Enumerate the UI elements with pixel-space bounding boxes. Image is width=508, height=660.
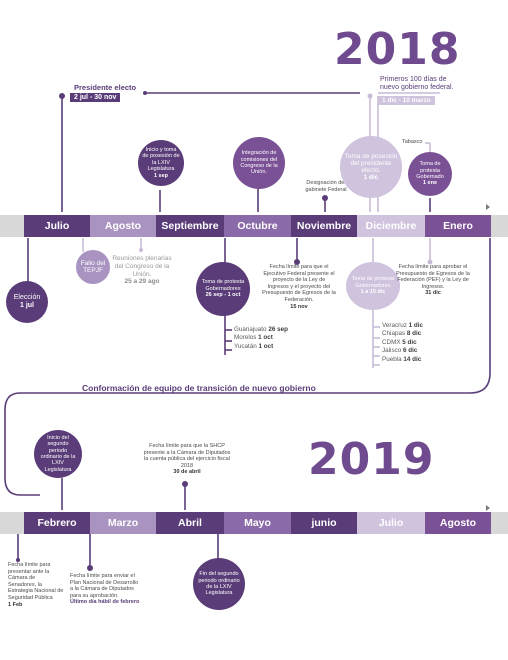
month-diciembre-2018: Diciembre — [357, 215, 425, 237]
month-agosto-2018: Agosto — [90, 215, 156, 237]
month-abril-2019: Abril — [156, 512, 224, 534]
estado-item: Yucatán 1 oct — [234, 342, 274, 350]
cien-dias-note: Primeros 100 días de nuevo gobierno fede… — [380, 76, 454, 92]
estado-item: Puebla 14 dic — [382, 355, 422, 363]
estados-sep-list: Guanajuato 26 sep Morelos 1 oct Yucatán … — [234, 326, 288, 351]
tabasco-label: Tabasco — [402, 139, 423, 145]
cien-dias-dates: 1 dic - 10 marzo — [378, 96, 435, 105]
estado-item: Jalisco 6 dic — [382, 347, 418, 355]
month-octubre-2018: Octubre — [224, 215, 291, 237]
plan-nacional-note: Fecha límite para enviar el Plan Naciona… — [70, 573, 140, 606]
estado-item: CDMX 5 dic — [382, 338, 417, 346]
cuenta-publica-note: Fecha límite para que la SHCP presente a… — [143, 443, 231, 476]
legislatura-circle: Inicio y toma de posesión de la LXIV Leg… — [138, 140, 184, 186]
year-2019: 2019 — [308, 434, 435, 485]
year-2018: 2018 — [334, 24, 461, 75]
month-septiembre-2018: Septiembre — [156, 215, 224, 237]
month-marzo-2019: Marzo — [90, 512, 156, 534]
month-mayo-2019: Mayo — [224, 512, 291, 534]
presupuesto-note: Fecha límite para que el Ejecutivo Feder… — [262, 264, 336, 310]
month-julio-2019: Julio — [357, 512, 425, 534]
presidente-electo-dates: 2 jul - 30 nov — [70, 93, 121, 102]
estado-item: Chiapas 8 dic — [382, 330, 422, 338]
month-enero-2019: Enero — [425, 215, 491, 237]
comisiones-circle: Integración de comisiones del Congreso d… — [233, 137, 285, 189]
reuniones-note: Reuniones plenarias del Congreso de la U… — [112, 255, 172, 286]
estados-dic-list: Veracruz 1 dic Chiapas 8 dic CDMX 5 dic … — [382, 322, 423, 364]
aprobar-note: Fecha límite para aprobar el Presupuesto… — [396, 264, 470, 297]
month-noviembre-2018: Noviembre — [291, 215, 357, 237]
gabinete-note: Designación del gabinete Federal — [305, 180, 347, 193]
fin-periodo-circle: Fin del segundo periodo ordinario de la … — [193, 558, 245, 610]
estado-item: Morelos 1 oct — [234, 334, 273, 342]
estado-item: Veracruz 1 dic — [382, 322, 423, 329]
seguridad-note: Fecha límite para presentar ante la Cáma… — [8, 562, 64, 608]
presidente-electo-title: Presidente electo — [74, 83, 137, 92]
month-febrero-2019: Febrero — [24, 512, 90, 534]
month-agosto-2019: Agosto — [425, 512, 491, 534]
tepjf-circle: Fallo del TEPJF — [76, 250, 110, 284]
estado-item: Guanajuato 26 sep — [234, 326, 288, 333]
segundo-periodo-circle: Inicio del segundo periodo ordinario de … — [34, 430, 82, 478]
transicion-label: Conformación de equipo de transición de … — [82, 383, 316, 393]
toma-presidente-circle: Toma de posesión del presidente electo.1… — [340, 136, 402, 198]
month-julio-2018: Julio — [24, 215, 90, 237]
month-junio-2019: junio — [291, 512, 357, 534]
